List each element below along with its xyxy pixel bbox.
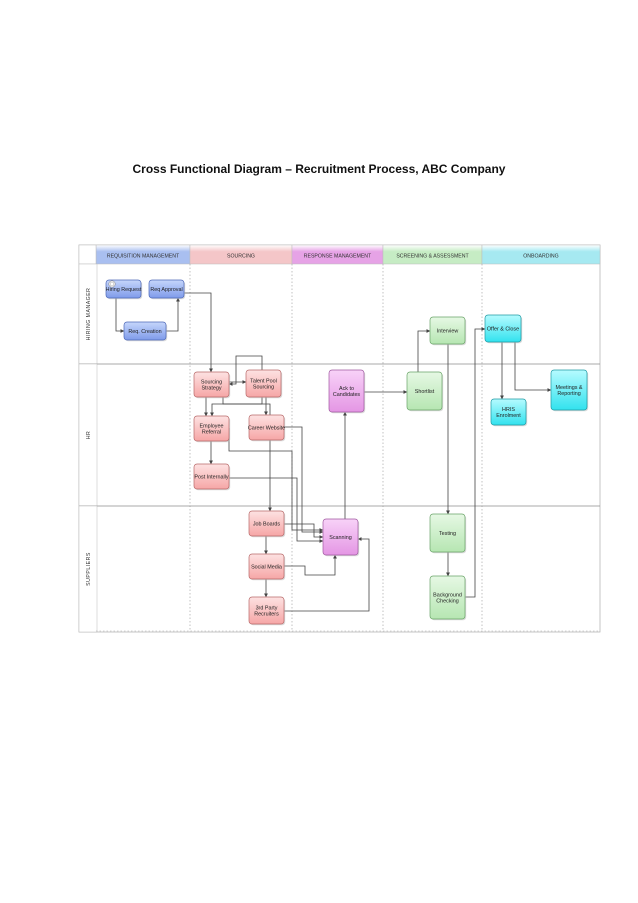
edge-shortlist-to-interview (417, 329, 431, 372)
node-testing[interactable]: Testing (429, 513, 467, 554)
node-post-internally[interactable]: Post Internally (193, 463, 231, 491)
phase-header-src: SOURCING (189, 244, 293, 265)
node-label: Checking (436, 599, 458, 605)
edge-talent-pool-to-sourcing-strategy (228, 355, 263, 386)
lane-hm: HIRING MANAGER (78, 263, 600, 365)
edge-req-approval-to-sourcing-strategy (184, 292, 213, 373)
node-offer-close[interactable]: Offer & Close (484, 314, 523, 344)
lane-sup: SUPPLIERS (78, 505, 98, 633)
node-label: Candidates (333, 392, 361, 398)
node-label: 3rd Party (256, 605, 278, 611)
node-scanning[interactable]: Scanning (322, 518, 360, 557)
edge-employee-referral-to-scanning (228, 428, 324, 532)
node-meetings-reporting[interactable]: Meetings &Reporting (550, 369, 589, 412)
phase-header-req: REQUISITION MANAGEMENT (95, 244, 191, 265)
node-label: HRIS (502, 407, 515, 413)
phase-label: ONBOARDING (523, 254, 558, 260)
node-label: Social Media (251, 565, 282, 571)
node-label: Meetings & (556, 385, 583, 391)
phase-label: REQUISITION MANAGEMENT (107, 254, 180, 260)
edge-third-party-to-scanning (284, 537, 370, 612)
phase-label: SCREENING & ASSESSMENT (396, 254, 469, 260)
edge-hiring-request-to-req-creation (115, 298, 125, 333)
node-label: Talent Pool (250, 378, 277, 384)
node-label: Shortlist (415, 389, 435, 395)
node-label: Post Internally (194, 475, 228, 481)
node-career-website[interactable]: Career Website (248, 414, 286, 442)
node-label: Strategy (201, 386, 221, 392)
document-icon (108, 280, 116, 288)
node-label: Referral (202, 430, 221, 436)
edge-background-checking-to-offer-close (465, 327, 486, 598)
edge-offer-close-to-meetings-reporting (514, 342, 552, 392)
node-label: Interview (437, 329, 459, 335)
edge-req-creation-to-req-approval (166, 297, 180, 332)
edge-social-media-to-scanning (284, 554, 337, 576)
node-label: Testing (439, 531, 456, 537)
phase-header-onb: ONBOARDING (481, 244, 601, 265)
phase-label: SOURCING (227, 254, 255, 260)
node-label: Req Approval (150, 287, 182, 293)
node-label: Employee (200, 423, 224, 429)
node-label: Sourcing (253, 385, 274, 391)
node-hiring-request[interactable]: Hiring Request (105, 279, 143, 300)
edge-career-website-to-scanning (284, 426, 324, 534)
node-label: Job Boards (253, 522, 281, 528)
node-label: Ack to (339, 386, 354, 392)
edge-sourcing-strategy-to-job-boards (222, 397, 272, 512)
node-label: Scanning (329, 535, 351, 541)
node-shortlist[interactable]: Shortlist (406, 371, 444, 412)
node-label: Career Website (248, 426, 285, 432)
lane-label: HR (86, 431, 92, 440)
diagram-frame (78, 244, 601, 633)
edge-post-internally-to-scanning (229, 477, 324, 543)
node-label: Sourcing (201, 379, 222, 385)
node-label: Enrolment (496, 413, 521, 419)
lane-label: SUPPLIERS (86, 552, 92, 586)
node-label: Req. Creation (128, 329, 161, 335)
node-label: Recruiters (254, 612, 279, 618)
phase-header-resp: RESPONSE MANAGEMENT (291, 244, 384, 265)
node-social-media[interactable]: Social Media (248, 553, 286, 581)
lane-hr: HR (78, 363, 600, 507)
document-title: Cross Functional Diagram – Recruitment P… (132, 162, 506, 176)
node-interview[interactable]: Interview (429, 316, 467, 346)
node-label: Background (433, 592, 462, 598)
edge-job-boards-to-scanning (284, 523, 324, 539)
node-label: Hiring Request (106, 287, 142, 293)
node-label: Reporting (557, 391, 580, 397)
phase-label: RESPONSE MANAGEMENT (304, 254, 372, 260)
node-label: Offer & Close (487, 327, 519, 333)
phase-header-scr: SCREENING & ASSESSMENT (382, 244, 483, 265)
node-req-approval[interactable]: Req Approval (148, 279, 186, 300)
node-job-boards[interactable]: Job Boards (248, 510, 286, 538)
node-req-creation[interactable]: Req. Creation (123, 321, 168, 342)
lane-label: HIRING MANAGER (86, 288, 92, 341)
